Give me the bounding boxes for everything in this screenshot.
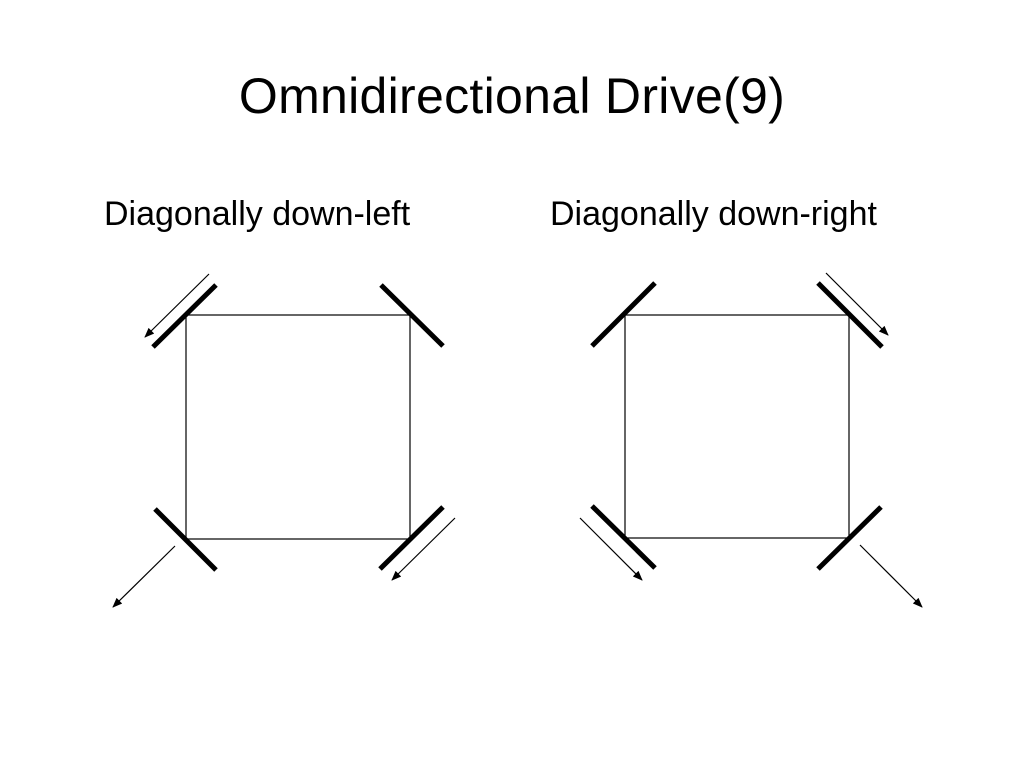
wheel-top-right <box>816 281 884 349</box>
panel-label-down-right: Diagonally down-right <box>550 195 877 233</box>
wheel-bottom-left <box>590 504 657 570</box>
force-arrow-bottom-left <box>579 517 643 581</box>
wheel-top-left <box>151 283 218 349</box>
force-arrow-bottom-right <box>859 544 923 608</box>
force-arrow-top-left <box>144 273 210 338</box>
panel-down-left <box>112 273 456 608</box>
force-arrow-bottom-right <box>391 517 456 581</box>
wheel-bottom-left <box>153 507 218 572</box>
robot-body-right <box>624 314 850 539</box>
wheel-bottom-right <box>378 505 445 571</box>
force-arrow-bottom-left <box>112 545 176 608</box>
panel-label-down-left: Diagonally down-left <box>104 195 411 233</box>
robot-body-left <box>185 314 411 540</box>
slide-title: Omnidirectional Drive(9) <box>238 68 786 124</box>
panel-down-right <box>579 272 923 608</box>
wheel-top-right <box>379 283 445 348</box>
wheel-bottom-right <box>816 505 883 571</box>
force-arrow-top-right <box>825 272 889 336</box>
wheel-top-left <box>590 281 657 348</box>
